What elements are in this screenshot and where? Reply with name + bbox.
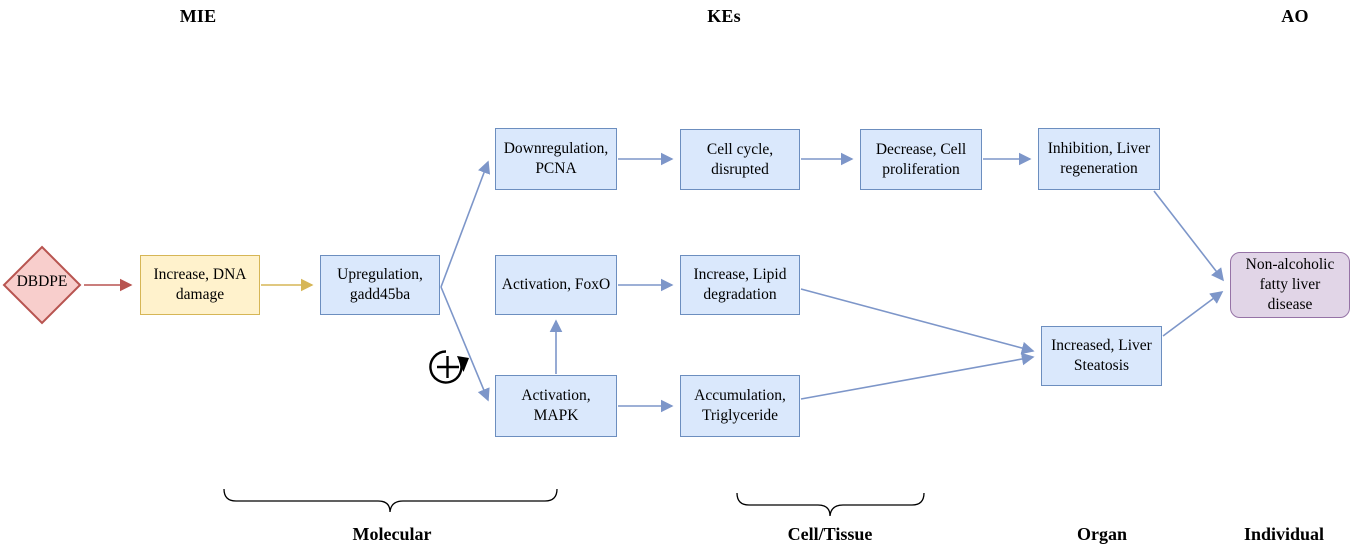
node-increase-lipid-degradation: Increase, Lipid degradation	[680, 255, 800, 315]
edge-steatosis-nafld	[1162, 291, 1224, 337]
level-label-organ: Organ	[1076, 524, 1128, 544]
node-increased-liver-steatosis: Increased, Liver Steatosis	[1041, 326, 1162, 386]
header-kes: KEs	[707, 6, 741, 26]
level-label-individual: Individual	[1243, 524, 1325, 544]
node-nafld: Non-alcoholic fatty liver disease	[1230, 252, 1350, 318]
header-mie: MIE	[179, 6, 217, 26]
node-dbdpe: DBDPE	[16, 273, 68, 290]
level-label-cell-tissue: Cell/Tissue	[787, 524, 873, 544]
header-ao: AO	[1281, 6, 1309, 26]
cell-tissue-brace	[736, 492, 925, 517]
molecular-brace	[223, 488, 558, 513]
node-increase-dna-damage: Increase, DNA damage	[140, 255, 260, 315]
edge-gadd45ba-pcna	[440, 160, 491, 288]
node-activation-foxo: Activation, FoxO	[495, 255, 617, 315]
node-activation-mapk: Activation, MAPK	[495, 375, 617, 437]
node-cell-cycle-disrupted: Cell cycle, disrupted	[680, 129, 800, 190]
node-upregulation-gadd45ba: Upregulation, gadd45ba	[320, 255, 440, 315]
node-decrease-cell-proliferation: Decrease, Cell proliferation	[860, 129, 982, 190]
edge-gadd45ba-mapk	[440, 286, 490, 402]
node-accumulation-triglyceride: Accumulation, Triglyceride	[680, 375, 800, 437]
positive-feedback-icon	[429, 350, 469, 384]
edge-regeneration-nafld	[1153, 190, 1224, 282]
level-label-molecular: Molecular	[352, 524, 432, 544]
edge-triglyceride-steatosis	[800, 352, 1035, 400]
node-downregulation-pcna: Downregulation, PCNA	[495, 128, 617, 190]
dbdpe-diamond-shape	[2, 245, 82, 325]
node-inhibition-liver-regeneration: Inhibition, Liver regeneration	[1038, 128, 1160, 190]
edge-lipiddegradation-steatosis	[800, 288, 1035, 355]
